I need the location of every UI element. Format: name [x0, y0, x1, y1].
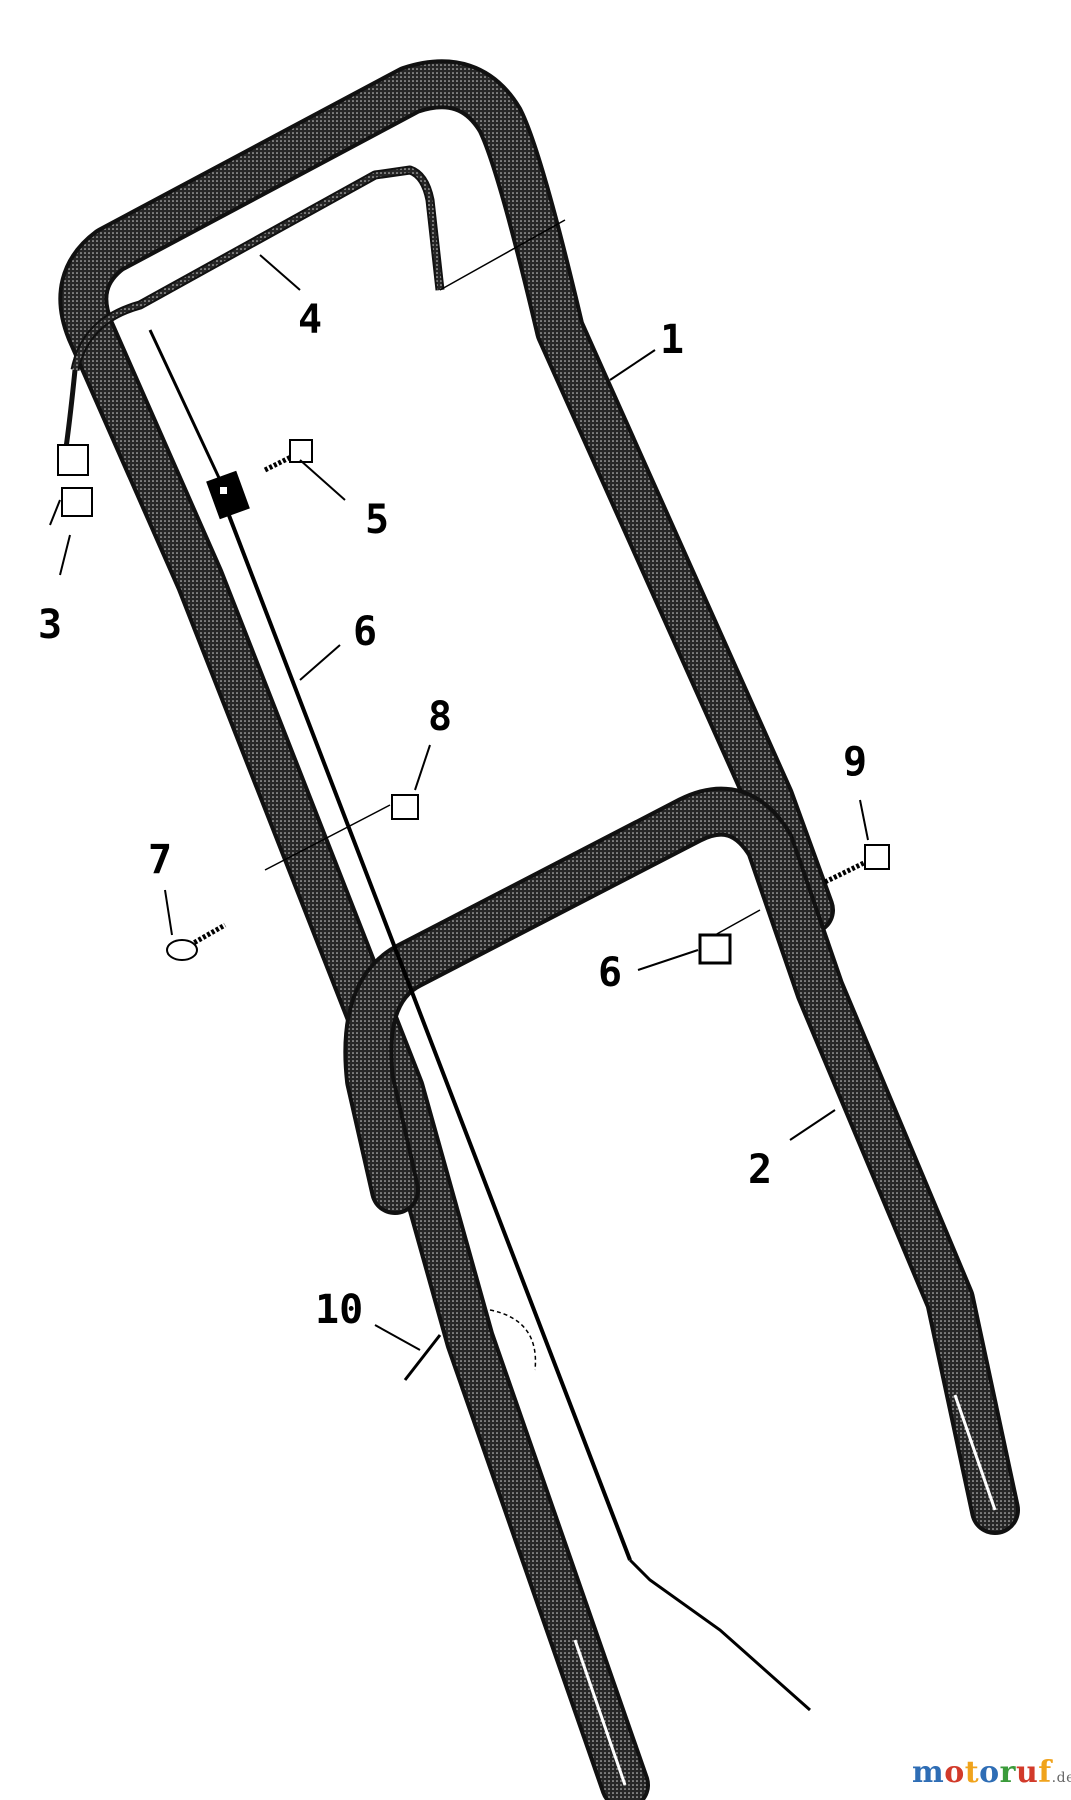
watermark-letter: u: [1015, 1755, 1039, 1790]
callout-6-cable: 6: [353, 609, 378, 655]
bolt-7: [166, 922, 227, 961]
watermark-letter: f: [1038, 1755, 1052, 1790]
assembly-lines: [264, 219, 761, 936]
callout-7: 7: [148, 837, 173, 883]
callout-2: 2: [748, 1147, 773, 1193]
bracket: [49, 444, 93, 526]
callout-6-lower-nut: 6: [598, 950, 623, 996]
watermark-domain: .de: [1051, 1770, 1071, 1786]
bolt-9: [823, 844, 890, 885]
watermark-letter: o: [979, 1755, 1000, 1790]
watermark: motoruf.de: [912, 1755, 1071, 1790]
watermark-letter: t: [964, 1755, 980, 1790]
callout-10: 10: [315, 1287, 364, 1333]
nut-8-upper: [391, 794, 419, 820]
callout-8: 8: [428, 694, 453, 740]
callout-9: 9: [843, 739, 868, 785]
watermark-letter: r: [999, 1755, 1016, 1790]
callout-4: 4: [298, 297, 323, 343]
callout-1: 1: [660, 317, 685, 363]
watermark-letter: m: [912, 1755, 945, 1790]
bolt-5: [263, 439, 313, 473]
lower-handle: [343, 786, 1020, 1535]
callout-3: 3: [38, 602, 63, 648]
callout-5: 5: [365, 497, 390, 543]
watermark-letter: o: [944, 1755, 965, 1790]
leader-lines: [59, 254, 869, 1351]
control-cable: [148, 329, 811, 1712]
upper-handle: [58, 59, 835, 1800]
cable-clip-10: [403, 1309, 537, 1381]
nut-8-lower: [698, 933, 732, 965]
